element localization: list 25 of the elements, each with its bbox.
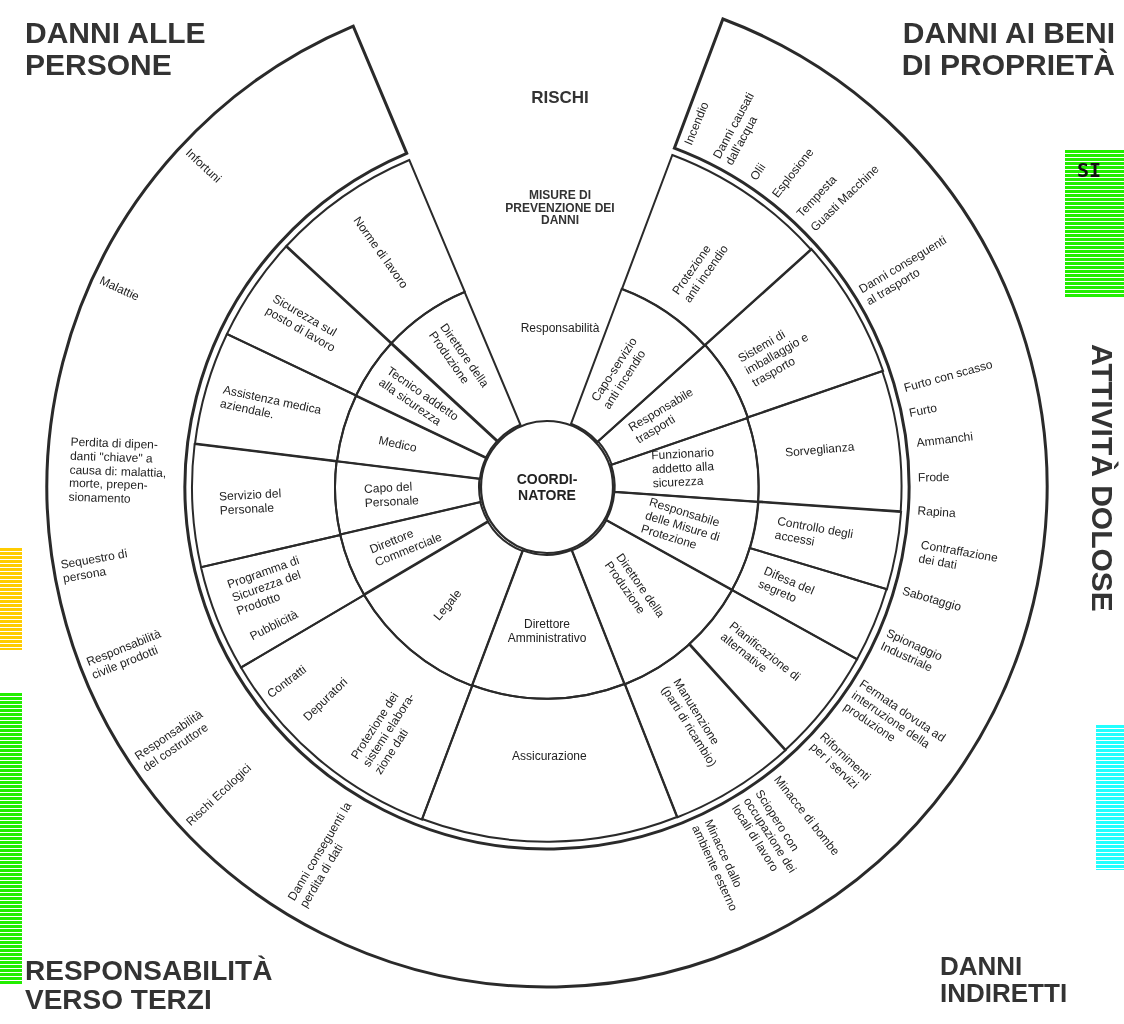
measure-label: Controllo degli accessi [773, 514, 855, 551]
measure-label: Assicurazione [511, 750, 588, 764]
column-heading: MISURE DI PREVENZIONE DEI DANNI [504, 189, 616, 227]
measure-label: Servizio del Personale [219, 485, 283, 518]
risk-label: Perdita di dipen- danti "chiave" a causa di: malattia, morte, prepen- sionamento [68, 435, 168, 509]
center-label: COORDI- NATORE [515, 470, 579, 504]
risk-label: Furto con scasso [902, 355, 995, 396]
measure-label: Assistenza medica aziendale. [218, 384, 324, 424]
measure-label: Sorveglianza [784, 440, 856, 461]
role-label: Funzionario addetto alla sicurezza [650, 445, 716, 491]
role-label: Medico [376, 433, 419, 457]
role-label: Direttore Amministrativo [506, 618, 588, 646]
column-heading: Responsabilità [519, 321, 601, 335]
risk-label: Sequestro di persona [60, 545, 130, 586]
risk-label: Rapina [917, 504, 958, 522]
category-heading: DANNI ALLE PERSONE [25, 16, 207, 80]
risk-label: Frode [917, 470, 951, 486]
risk-label: Furto [908, 399, 940, 421]
category-heading: ATTIVITÀ DOLOSE [1086, 343, 1118, 614]
category-heading: DANNI INDIRETTI [940, 952, 1069, 1008]
risk-label: Ammanchi [916, 429, 975, 451]
role-label: Capo del Personale [364, 479, 421, 511]
category-heading: RESPONSABILITÀ VERSO TERZI [25, 955, 274, 1015]
category-heading: DANNI AI BENI DI PROPRIETÀ [900, 16, 1115, 80]
column-heading: RISCHI [530, 89, 590, 107]
